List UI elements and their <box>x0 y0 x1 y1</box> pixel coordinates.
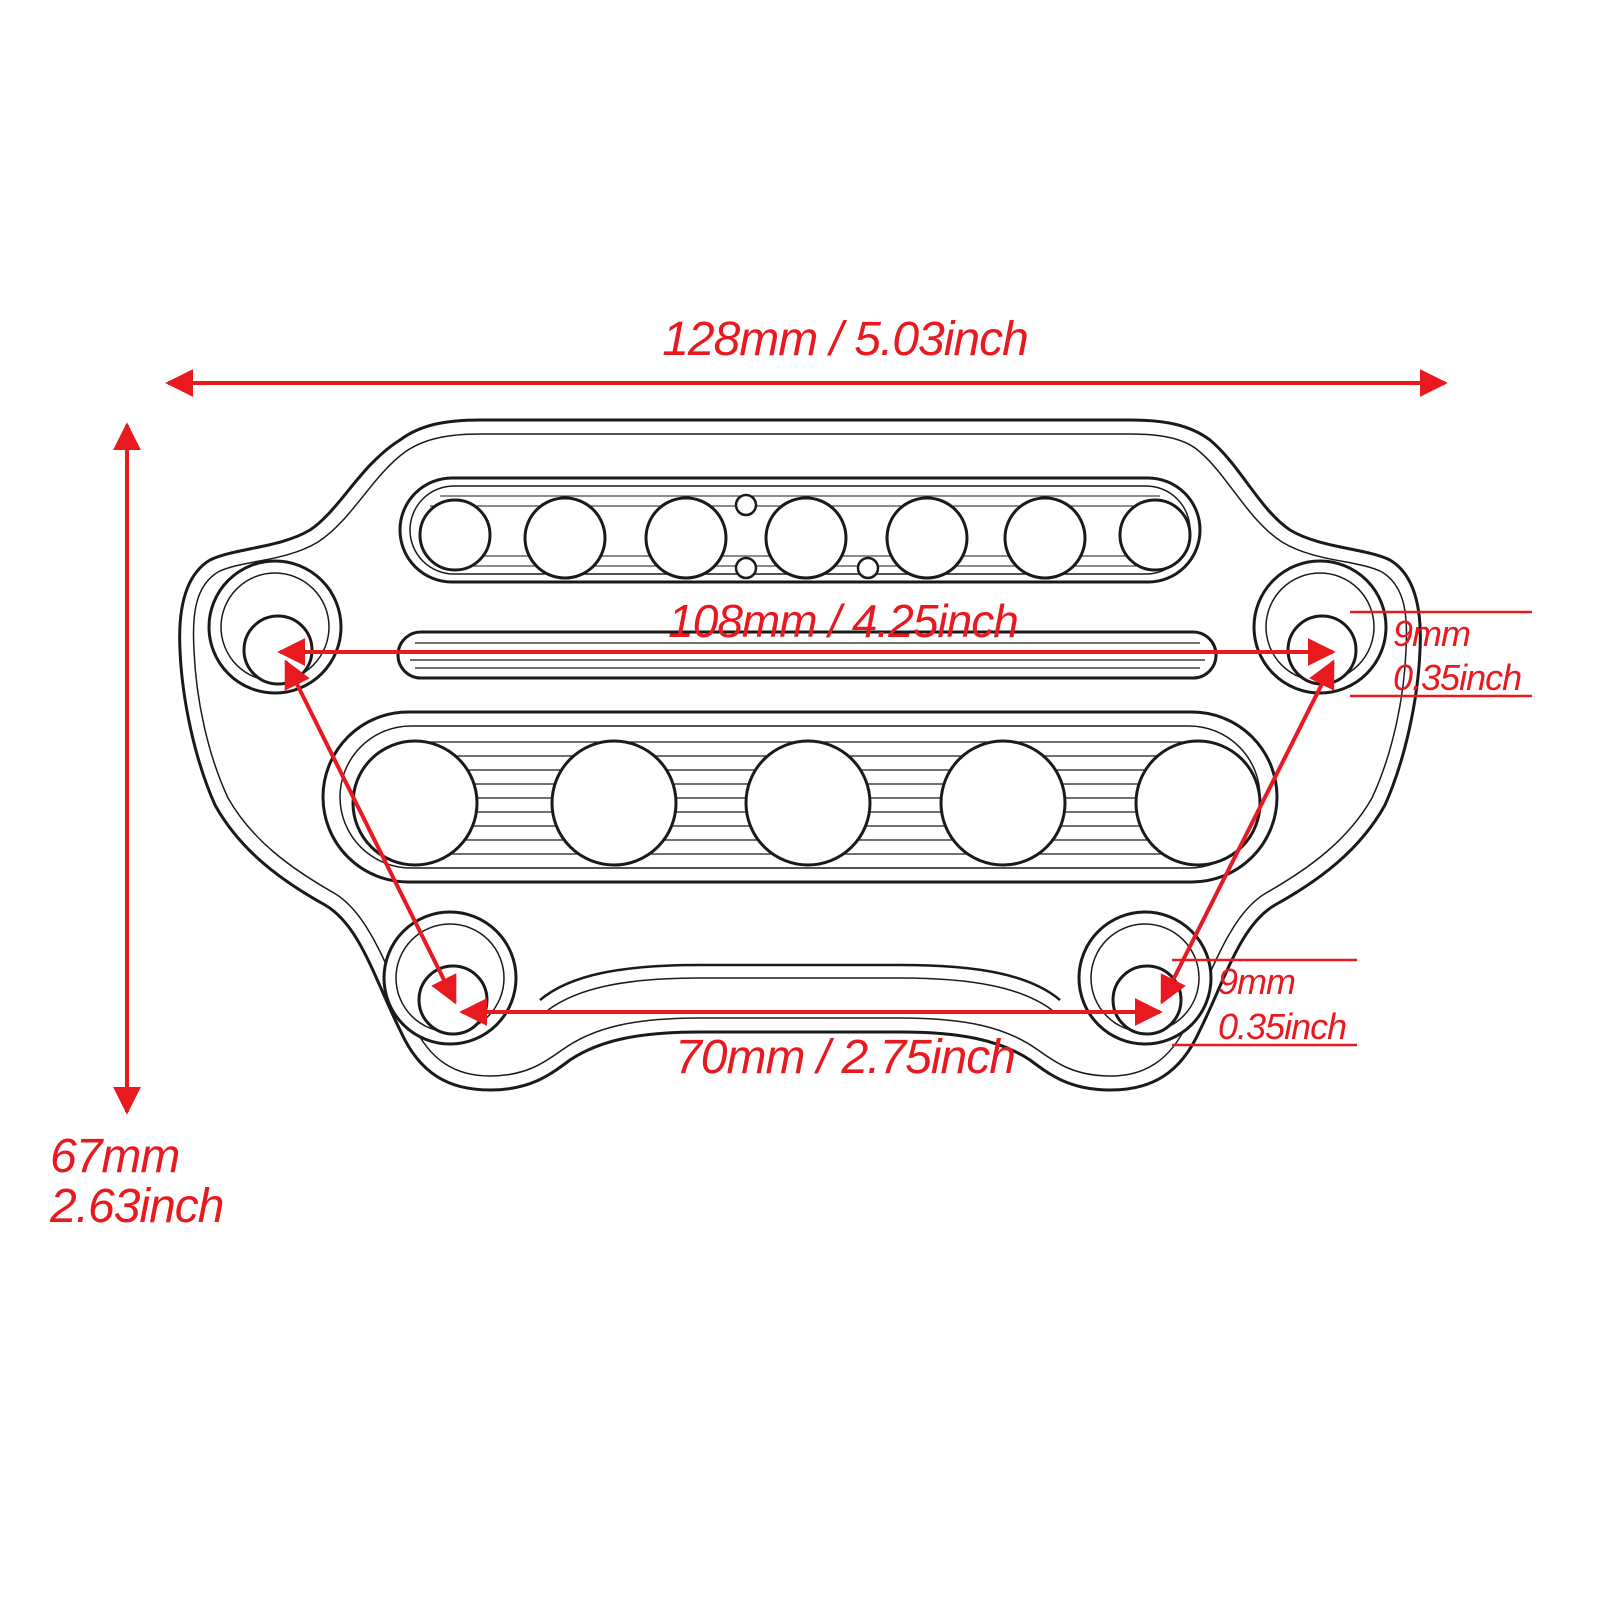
mounting-boss-upper-left <box>207 559 343 695</box>
top-hole-4 <box>764 496 848 580</box>
dimension-labels: 128mm / 5.03inch 67mm 2.63inch 108mm / 4… <box>49 313 1522 1233</box>
top-hole-7 <box>1118 498 1192 572</box>
upper-spacing-label: 108mm / 4.25inch <box>668 595 1018 647</box>
right-diagonal-arrow <box>1160 659 1335 1005</box>
overall-height-inch-label: 2.63inch <box>49 1180 223 1233</box>
pin-hole-lower-left <box>734 556 758 580</box>
top-hole-5 <box>885 496 969 580</box>
left-diagonal-arrow <box>284 659 457 1005</box>
top-hole-3 <box>644 496 728 580</box>
lower-hole-diameter-inch-label: 0.35inch <box>1218 1006 1346 1047</box>
upper-hole-diameter-mm-label: 9mm <box>1393 613 1470 654</box>
big-hole-4 <box>939 739 1067 867</box>
lower-recess-edge <box>539 963 1061 1001</box>
big-hole-1 <box>351 739 479 867</box>
plate-outline-inner-edge <box>192 433 1408 1077</box>
lower-recess-edge-inner <box>547 977 1053 1011</box>
lower-hole-diameter-mm-label: 9mm <box>1218 961 1295 1002</box>
big-hole-2 <box>550 739 678 867</box>
upper-hole-diameter-inch-label: 0.35inch <box>1393 657 1521 698</box>
top-hole-6 <box>1003 496 1087 580</box>
dimension-annotations <box>113 369 1532 1115</box>
big-hole-3 <box>744 739 872 867</box>
pin-hole-upper <box>734 493 758 517</box>
pin-hole-lower-right <box>856 556 880 580</box>
top-small-holes <box>418 496 1192 580</box>
top-hole-2 <box>523 496 607 580</box>
overall-width-label: 128mm / 5.03inch <box>662 313 1028 366</box>
top-pin-holes <box>734 493 880 580</box>
top-hole-1 <box>418 498 492 572</box>
mounting-boss-upper-right <box>1252 559 1388 695</box>
mounting-boss-lower-left <box>382 910 518 1046</box>
lower-spacing-label: 70mm / 2.75inch <box>675 1031 1015 1084</box>
mounting-boss-lower-right <box>1077 910 1213 1046</box>
overall-height-mm-label: 67mm <box>50 1130 179 1183</box>
